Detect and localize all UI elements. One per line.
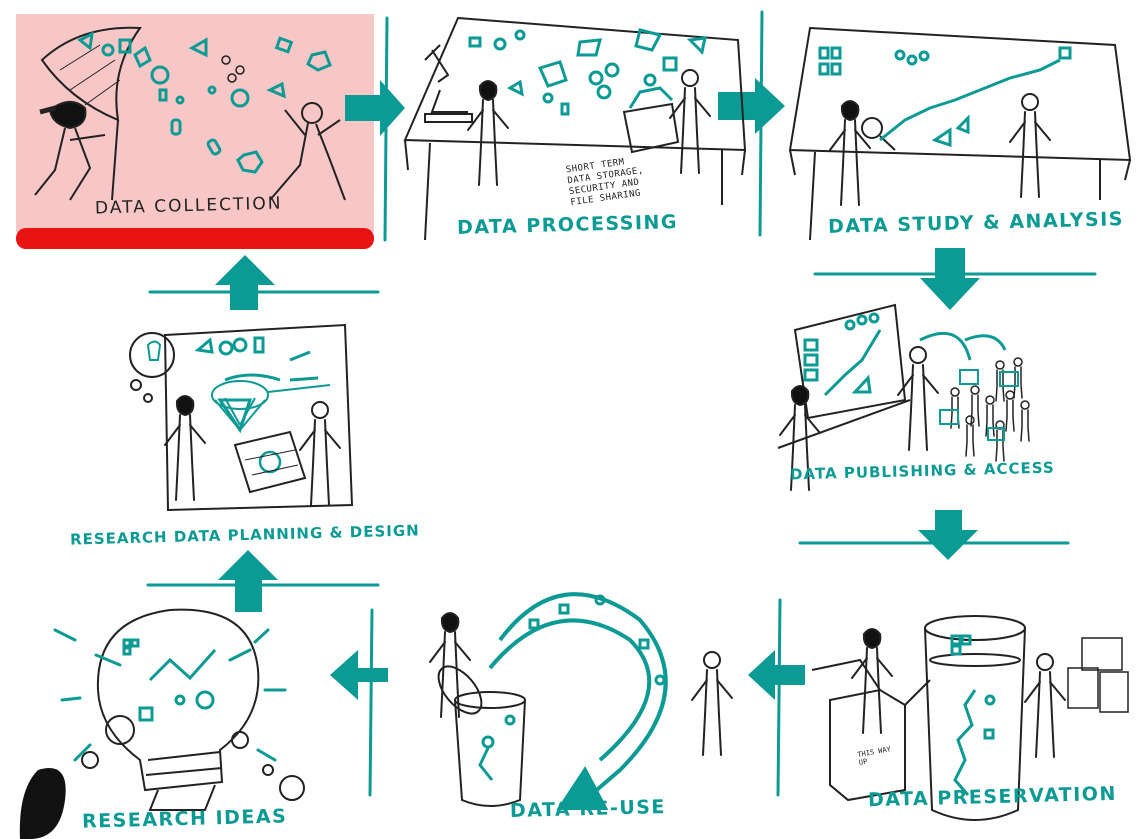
panel-data-preservation [811,615,1129,821]
panel-data-reuse [429,592,733,810]
person-silhouette [19,768,66,839]
butterfly-net-icon [40,26,142,201]
panel-planning-design [129,323,354,512]
glass-jar-icon [924,615,1026,821]
microscope-icon [424,44,473,123]
panel-data-publishing [777,303,1030,491]
lightbulb-icon [129,332,175,403]
panel-data-analysis [788,26,1132,241]
panel-data-processing [403,16,747,241]
selection-bar [16,228,374,249]
butterfly-net-icon [211,380,331,432]
panel-data-collection [16,14,374,249]
cardboard-box-icon [811,658,931,802]
label-data-reuse: DATA RE-USE [509,795,667,823]
panel-research-ideas [19,608,305,839]
lightbulb-icon [96,608,260,811]
map-icon [233,430,307,494]
flow-arrow-icon [215,78,980,700]
storage-box-icon [622,86,680,154]
u-turn-arrow-icon [488,592,668,810]
